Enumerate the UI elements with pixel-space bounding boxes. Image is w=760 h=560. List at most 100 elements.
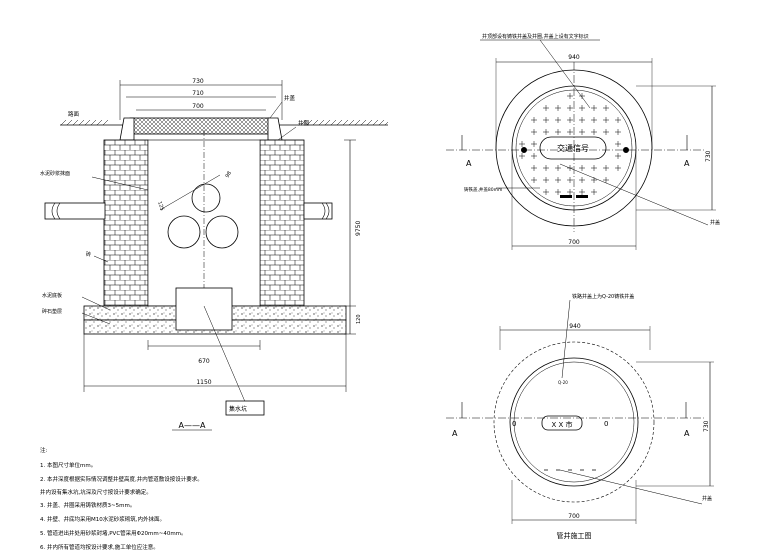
dim-700-label: 700	[192, 103, 204, 110]
plan-bottom-caption: 管井施工图	[557, 531, 592, 540]
cover-cross	[579, 129, 585, 135]
cover-cross	[579, 105, 585, 111]
plan-top-dim-700: 700	[568, 239, 580, 246]
cover-cross	[591, 189, 597, 195]
brick-wall-left	[103, 139, 149, 307]
cover-cross	[555, 189, 561, 195]
plan-top-dim-730: 730	[705, 150, 712, 162]
cover-cross	[543, 177, 549, 183]
label-sump: 集水坑	[229, 405, 247, 413]
plan-bottom-nameplate	[541, 415, 583, 431]
cover-cross	[579, 165, 585, 171]
pipe-right	[205, 215, 239, 249]
plan-bottom-o-right: 0	[604, 420, 608, 428]
label-road: 路面	[68, 110, 80, 118]
cover-cross	[555, 117, 561, 123]
cover-cross	[531, 153, 537, 159]
cover-cross	[543, 189, 549, 195]
dim-710-label: 710	[192, 90, 204, 97]
cover-cross	[591, 105, 597, 111]
cover-cross	[603, 177, 609, 183]
cover-cross	[567, 129, 573, 135]
cover-cross	[603, 165, 609, 171]
cover-cross	[579, 117, 585, 123]
cover-cross	[531, 177, 537, 183]
cover-cross	[543, 165, 549, 171]
plan-top-nameplate	[539, 136, 607, 160]
dim-height-label: 9750	[355, 221, 362, 236]
plan-top-dim-940: 940	[568, 54, 580, 61]
note-line-6: 5. 管道进出井处用砂浆封堵,PVC管采用Φ20mm~40mm。	[40, 531, 187, 537]
note-line-2: 2. 本井深度根据实际情况调整井壁高度,井内管道敷设按设计要求。	[40, 477, 203, 483]
cover-cross	[579, 189, 585, 195]
plan-bottom-dim-700: 700	[568, 513, 580, 520]
section-caption: A——A	[179, 421, 206, 430]
label-pipe-dia-125: 125	[156, 201, 165, 212]
plan-bottom-mark-a-left: A	[452, 429, 458, 438]
plan-top-note-label: 铸铁盖,井盖80mm	[464, 186, 502, 193]
plan-top-view	[446, 39, 716, 250]
section-view	[44, 80, 388, 431]
cover-cross	[555, 165, 561, 171]
cover-cross	[531, 117, 537, 123]
label-cement-base: 水泥底板	[42, 292, 62, 299]
dim-1150-label: 1150	[196, 379, 211, 386]
plan-bottom-view	[446, 299, 714, 524]
cover-cross	[555, 129, 561, 135]
cover-cross	[615, 117, 621, 123]
cover-cross	[615, 141, 621, 147]
ring-left	[119, 117, 135, 141]
cover-cross	[531, 165, 537, 171]
note-line-4: 3. 井盖、井圈采用铸铁材质3~5mm。	[40, 503, 136, 509]
cover-cross	[603, 117, 609, 123]
soil-hatch-right	[300, 120, 388, 125]
soil-hatch-left	[60, 120, 108, 125]
ring-right	[267, 117, 283, 141]
plan-top-mark-a-left: A	[466, 159, 472, 168]
plan-bottom-dim-730: 730	[703, 420, 710, 432]
sump-label-box	[225, 400, 265, 416]
sump-pit	[175, 287, 233, 331]
cover-cross	[519, 141, 525, 147]
cover-cross	[519, 153, 525, 159]
external-pipe-right	[303, 202, 333, 220]
note-line-1: 1. 本图尺寸单位mm。	[40, 463, 97, 469]
note-line-7: 6. 井内所有管道均按设计要求,施工单位应注意。	[40, 545, 159, 551]
plan-top-mark-a-right: A	[684, 159, 690, 168]
cover-cross	[567, 93, 573, 99]
cover-cross	[543, 117, 549, 123]
cover-cross	[591, 129, 597, 135]
cover-cross	[543, 129, 549, 135]
plan-bottom-side-label: 井盖	[702, 495, 712, 502]
dim-730-label: 730	[192, 78, 204, 85]
label-pipe-dia-98: 98	[225, 170, 233, 179]
plan-bottom-callout: 铁路井盖上为Q-20铸铁井盖	[572, 293, 634, 300]
cover-cross	[579, 177, 585, 183]
plan-top-side-label: 井盖	[710, 219, 720, 226]
cover-cross	[591, 117, 597, 123]
cover-cross	[579, 93, 585, 99]
plan-bottom-cover-text: X X 市	[551, 420, 572, 429]
label-well-ring: 井圈	[298, 119, 310, 127]
cover-cross	[615, 129, 621, 135]
plan-bottom-o-left: 0	[512, 420, 516, 428]
cover-cross	[543, 105, 549, 111]
brick-wall-right	[259, 139, 305, 307]
cover-cross	[531, 129, 537, 135]
plan-bottom-cover	[509, 357, 639, 487]
label-gravel: 碎石垫层	[42, 308, 62, 315]
plan-bottom-small-mark: Q-20	[558, 380, 568, 385]
external-pipe-left	[44, 202, 106, 220]
cover-cross	[531, 141, 537, 147]
plan-top-cover-text: 交通信号	[557, 143, 589, 153]
note-line-0: 注:	[40, 448, 48, 454]
cover-cross	[603, 129, 609, 135]
cover-cross	[615, 165, 621, 171]
label-well-cover: 井盖	[284, 94, 296, 102]
note-line-5: 4. 井壁、井底均采用M10水泥砂浆砌筑,内外抹面。	[40, 517, 165, 523]
plan-bottom-dim-940: 940	[569, 323, 581, 330]
cover-cross	[603, 105, 609, 111]
note-line-3: 井内设有集水坑,坑深及尺寸按设计要求确定。	[40, 490, 152, 496]
pipe-top	[191, 183, 221, 213]
